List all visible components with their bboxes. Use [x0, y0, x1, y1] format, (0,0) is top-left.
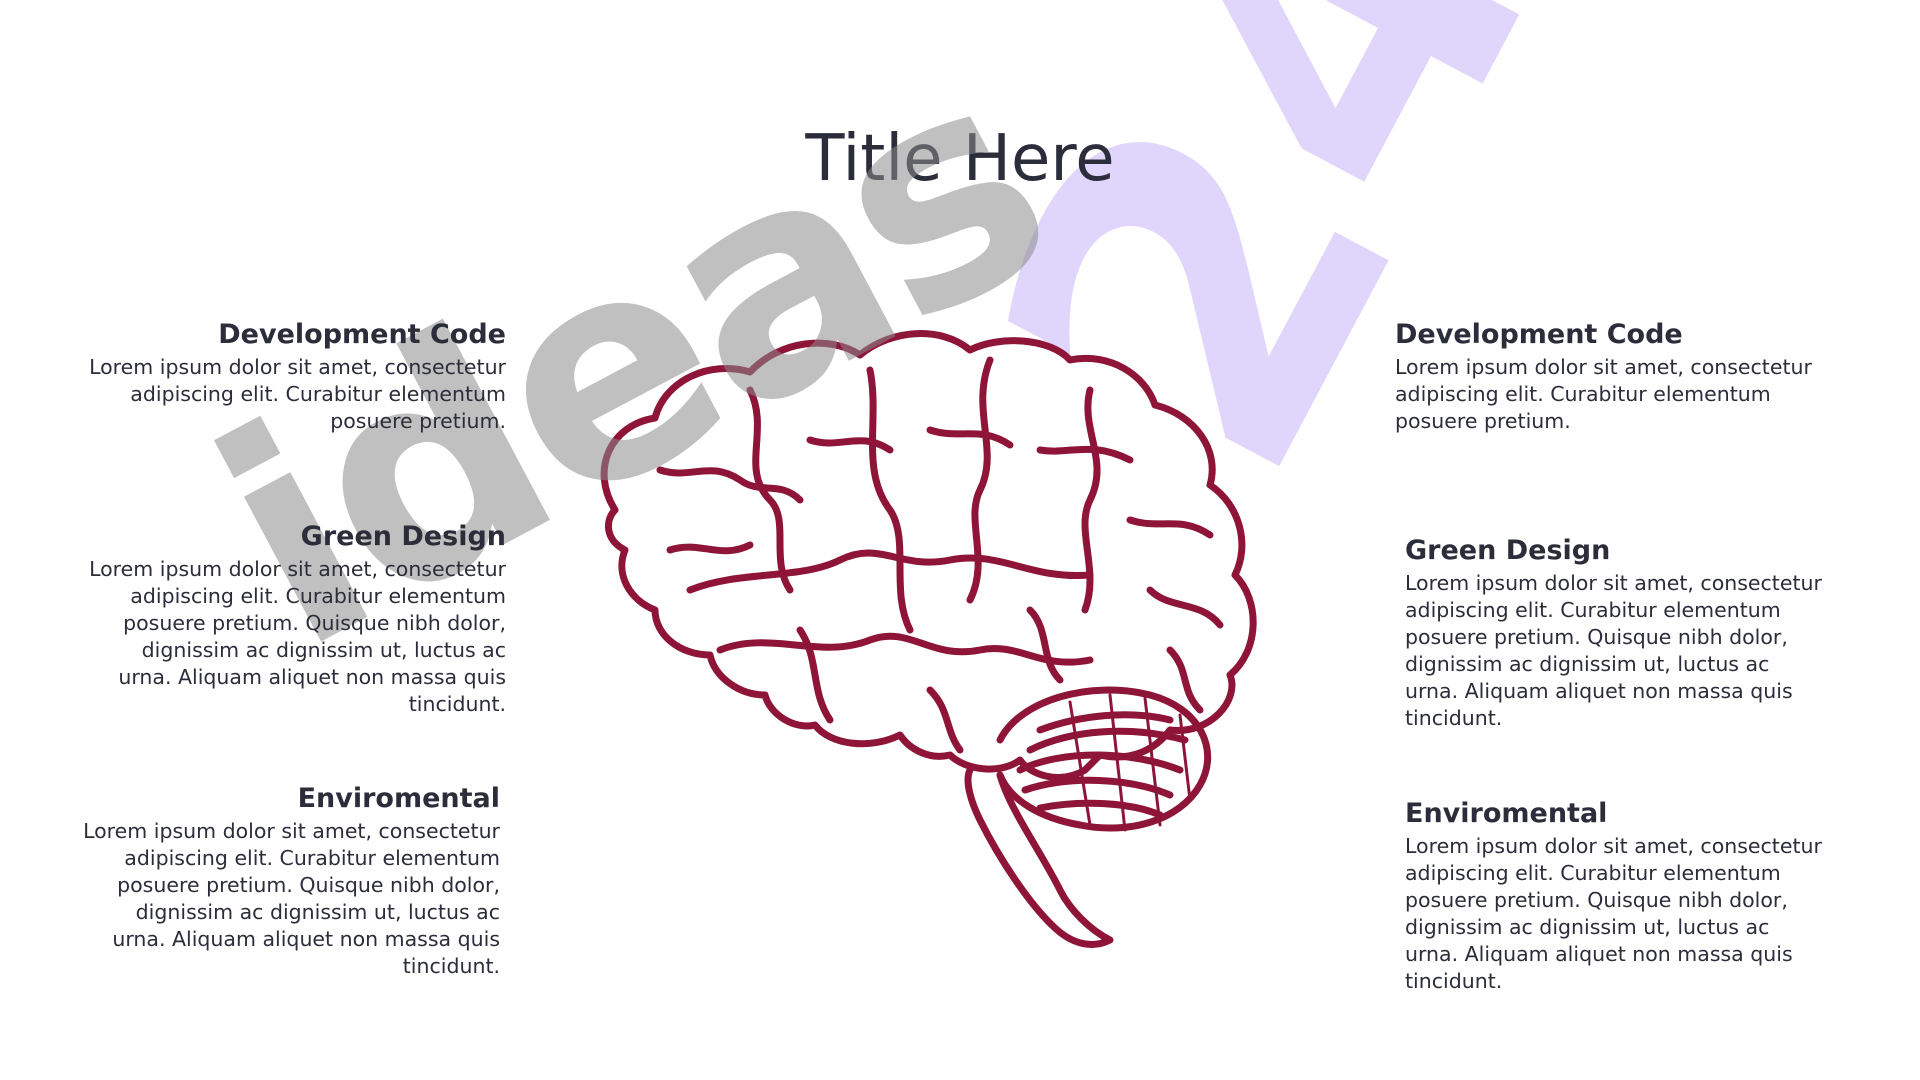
left-heading-enviromental: Enviromental: [297, 783, 500, 814]
right-block-development-code: Development Code Lorem ipsum dolor sit a…: [1395, 318, 1815, 435]
left-block-development-code: Development Code Lorem ipsum dolor sit a…: [86, 318, 506, 435]
page-title: Title Here: [805, 122, 1115, 196]
right-body-enviromental: Lorem ipsum dolor sit amet, consectetur …: [1405, 833, 1822, 993]
right-block-green-design: Green Design Lorem ipsum dolor sit amet,…: [1405, 534, 1825, 732]
left-heading-green-design: Green Design: [300, 521, 506, 552]
right-body-green-design: Lorem ipsum dolor sit amet, consectetur …: [1405, 570, 1822, 730]
right-heading-enviromental: Enviromental: [1405, 798, 1608, 829]
left-body-enviromental: Lorem ipsum dolor sit amet, consectetur …: [83, 818, 500, 978]
left-heading-development-code: Development Code: [218, 319, 506, 350]
left-body-green-design: Lorem ipsum dolor sit amet, consectetur …: [89, 556, 506, 716]
right-body-development-code: Lorem ipsum dolor sit amet, consectetur …: [1395, 354, 1812, 433]
right-heading-green-design: Green Design: [1405, 535, 1611, 566]
left-body-development-code: Lorem ipsum dolor sit amet, consectetur …: [89, 354, 506, 433]
brain-icon: [600, 330, 1257, 948]
right-heading-development-code: Development Code: [1395, 319, 1683, 350]
left-block-green-design: Green Design Lorem ipsum dolor sit amet,…: [86, 520, 506, 718]
left-block-enviromental: Enviromental Lorem ipsum dolor sit amet,…: [80, 782, 500, 980]
right-block-enviromental: Enviromental Lorem ipsum dolor sit amet,…: [1405, 797, 1825, 995]
